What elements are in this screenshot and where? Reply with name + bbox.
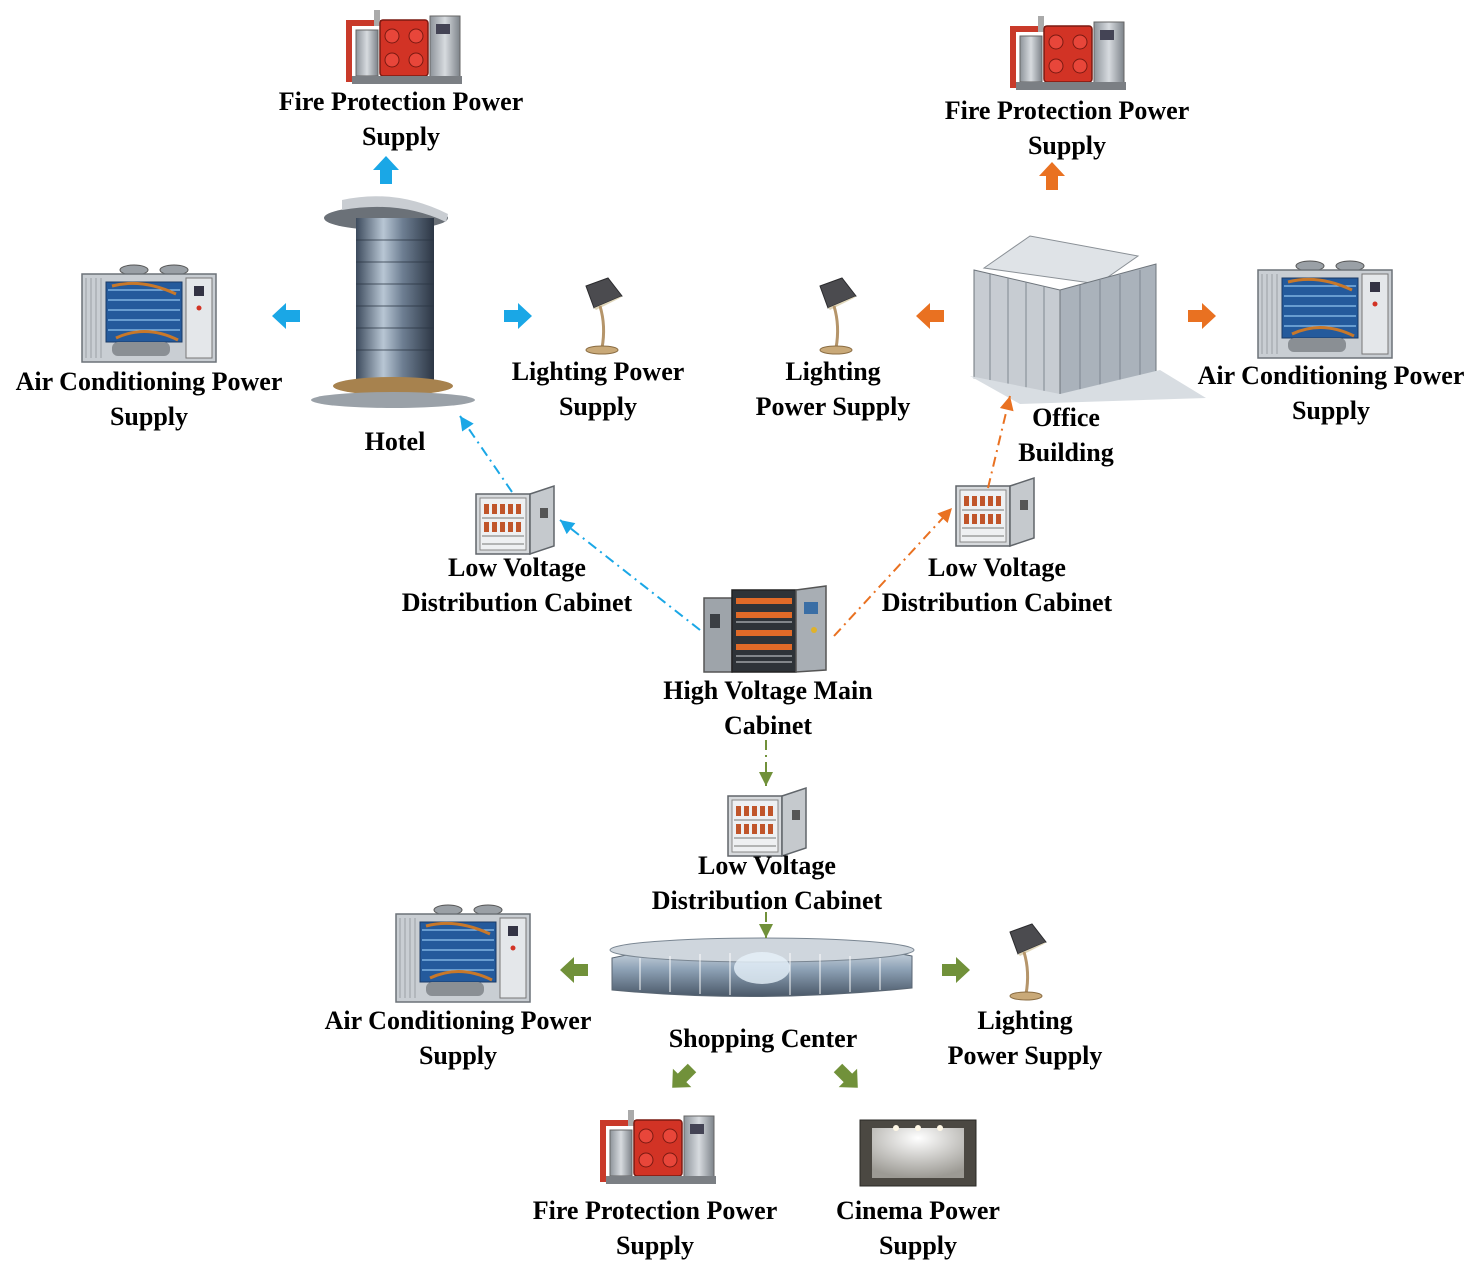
label-line: Fire Protection Power bbox=[532, 1196, 778, 1225]
label-line: Distribution Cabinet bbox=[401, 588, 633, 617]
office-air-conditioning-label: Air Conditioning Power Supply bbox=[1182, 358, 1480, 428]
hotel-tower-icon bbox=[311, 196, 475, 408]
label-line: Air Conditioning Power bbox=[1197, 361, 1465, 390]
power-flow-arrow-icon bbox=[373, 156, 399, 184]
shopping-cinema-label: Cinema Power Supply bbox=[818, 1193, 1018, 1262]
label-line: Supply bbox=[1291, 396, 1371, 425]
hv-to-office-lv-connector bbox=[833, 507, 953, 637]
label-line: Lighting Power bbox=[511, 357, 685, 386]
shopping-low-voltage-cabinet-label: Low Voltage Distribution Cabinet bbox=[632, 848, 902, 918]
label-line: Power Supply bbox=[947, 1041, 1103, 1070]
label-line: Cinema Power bbox=[836, 1196, 1000, 1225]
power-flow-arrow-icon bbox=[504, 303, 532, 329]
label-line: Supply bbox=[878, 1231, 958, 1260]
high-voltage-main-cabinet-label: High Voltage Main Cabinet bbox=[638, 673, 898, 743]
connector-arrowhead bbox=[759, 924, 773, 938]
power-flow-arrow-icon bbox=[272, 303, 300, 329]
label-line: Supply bbox=[418, 1041, 498, 1070]
label-line: Shopping Center bbox=[668, 1024, 858, 1053]
label-line: Building bbox=[1018, 438, 1114, 467]
label-line: Supply bbox=[558, 392, 638, 421]
air-conditioner-icon bbox=[1256, 259, 1394, 360]
label-line: Supply bbox=[615, 1231, 695, 1260]
connector-arrowhead bbox=[460, 416, 474, 432]
desk-lamp-icon bbox=[818, 276, 858, 356]
hotel-lighting-label: Lighting Power Supply bbox=[496, 354, 700, 424]
connector-arrowhead bbox=[999, 396, 1014, 412]
office-lighting-label: Lighting Power Supply bbox=[738, 354, 928, 424]
distribution-cabinet-icon bbox=[955, 477, 1035, 547]
label-line: Supply bbox=[1027, 131, 1107, 160]
power-flow-arrow-icon bbox=[560, 957, 588, 983]
shopping-center-name-label: Shopping Center bbox=[650, 1021, 876, 1056]
label-line: Lighting bbox=[785, 357, 881, 386]
label-line: Hotel bbox=[364, 427, 426, 456]
power-flow-arrow-icon bbox=[942, 957, 970, 983]
power-flow-arrow-icon bbox=[663, 1058, 702, 1097]
label-line: Cabinet bbox=[723, 711, 813, 740]
label-line: Fire Protection Power bbox=[944, 96, 1190, 125]
connector-arrowhead bbox=[560, 520, 576, 535]
hotel-air-conditioning-label: Air Conditioning Power Supply bbox=[0, 364, 298, 434]
office-fire-protection-label: Fire Protection Power Supply bbox=[918, 93, 1216, 163]
power-flow-arrow-icon bbox=[1039, 162, 1065, 190]
label-line: Air Conditioning Power bbox=[15, 367, 283, 396]
office-name-label: Office Building bbox=[996, 400, 1136, 470]
hotel-lv-to-hotel-connector bbox=[459, 415, 513, 493]
label-line: Lighting bbox=[977, 1006, 1073, 1035]
shopping-air-conditioning-label: Air Conditioning Power Supply bbox=[308, 1003, 608, 1073]
high-voltage-cabinet-icon bbox=[703, 585, 827, 673]
fire-pump-icon bbox=[1009, 15, 1127, 91]
desk-lamp-icon bbox=[1008, 922, 1048, 1002]
label-line: Fire Protection Power bbox=[278, 87, 524, 116]
desk-lamp-icon bbox=[584, 276, 624, 356]
air-conditioner-icon bbox=[394, 903, 532, 1004]
label-line: Power Supply bbox=[755, 392, 911, 421]
label-line: Low Voltage bbox=[448, 553, 586, 582]
hv-to-hotel-lv-connector bbox=[559, 519, 701, 631]
shopping-mall-icon bbox=[609, 937, 915, 998]
label-line: Supply bbox=[361, 122, 441, 151]
label-line: Distribution Cabinet bbox=[881, 588, 1113, 617]
hotel-low-voltage-cabinet-label: Low Voltage Distribution Cabinet bbox=[382, 550, 652, 620]
connector-arrowhead bbox=[937, 508, 952, 524]
connector-arrowhead bbox=[759, 772, 773, 786]
power-flow-arrow-icon bbox=[828, 1058, 867, 1097]
hotel-fire-protection-label: Fire Protection Power Supply bbox=[250, 84, 552, 154]
office-low-voltage-cabinet-label: Low Voltage Distribution Cabinet bbox=[862, 550, 1132, 620]
label-line: Distribution Cabinet bbox=[651, 886, 883, 915]
office-building-icon bbox=[970, 235, 1206, 404]
shopping-fire-protection-label: Fire Protection Power Supply bbox=[506, 1193, 804, 1262]
label-line: Air Conditioning Power bbox=[324, 1006, 592, 1035]
fire-pump-icon bbox=[599, 1109, 717, 1185]
label-line: High Voltage Main bbox=[663, 676, 873, 705]
office-lv-to-office-connector bbox=[987, 395, 1011, 489]
power-flow-arrow-icon bbox=[916, 303, 944, 329]
label-line: Office bbox=[1032, 403, 1100, 432]
distribution-cabinet-icon bbox=[475, 485, 555, 555]
label-line: Supply bbox=[109, 402, 189, 431]
cinema-screen-icon bbox=[859, 1119, 977, 1187]
power-flow-arrow-icon bbox=[1188, 303, 1216, 329]
shopping-lighting-label: Lighting Power Supply bbox=[930, 1003, 1120, 1073]
label-line: Low Voltage bbox=[698, 851, 836, 880]
distribution-cabinet-icon bbox=[727, 787, 807, 857]
label-line: Low Voltage bbox=[928, 553, 1066, 582]
hotel-name-label: Hotel bbox=[330, 424, 460, 459]
fire-pump-icon bbox=[345, 9, 463, 85]
air-conditioner-icon bbox=[80, 263, 218, 364]
